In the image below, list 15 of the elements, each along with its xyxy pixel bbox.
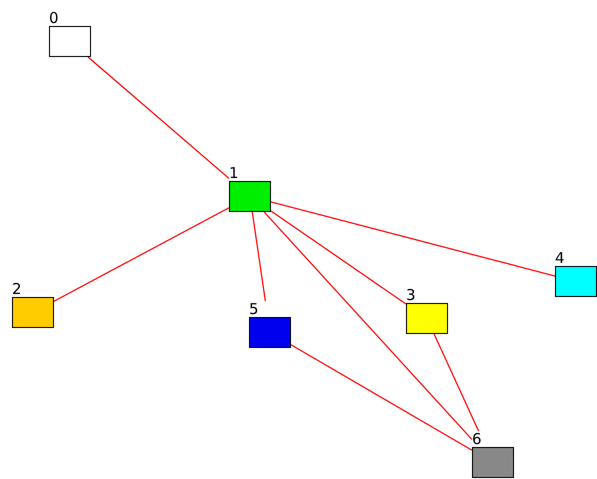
- connector-line: [88, 56, 230, 179]
- connector-line: [290, 344, 472, 451]
- node-number: 0: [49, 10, 59, 26]
- connector-line: [434, 334, 480, 432]
- connector-line: [252, 212, 266, 302]
- node-number: 6: [472, 431, 482, 447]
- connector-line: [270, 210, 406, 305]
- node-number: 3: [406, 287, 416, 303]
- node-number: 4: [555, 250, 565, 266]
- connector-line: [264, 212, 472, 440]
- node-number: 2: [12, 281, 22, 297]
- node-number: 1: [229, 165, 239, 181]
- connector-line: [54, 207, 230, 302]
- node-number: 5: [249, 301, 259, 317]
- connector-line: [270, 201, 556, 277]
